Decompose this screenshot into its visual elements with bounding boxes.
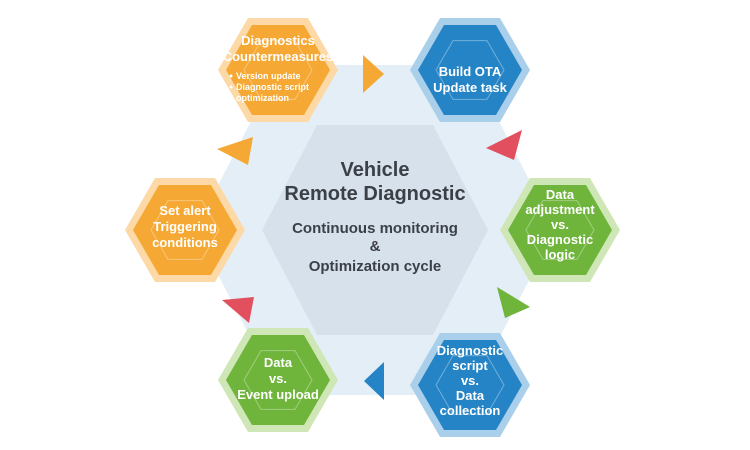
node-title-line: logic	[545, 247, 575, 262]
center-subtitle-line-1: Continuous monitoring	[292, 220, 458, 237]
node-title-line: Diagnostic	[437, 343, 503, 358]
node-inner-outline	[243, 40, 313, 100]
node-title-line: adjustment	[525, 202, 595, 217]
node-title-line: collection	[440, 403, 501, 418]
node-title-line: Triggering	[153, 219, 217, 234]
node-inner-outline	[525, 200, 595, 260]
node-title-line: Data	[456, 388, 485, 403]
node-title-line: vs.	[461, 373, 479, 388]
node-hexagon	[226, 25, 330, 115]
arrow-upload-to-alert	[222, 297, 254, 323]
node-title-line: Set alert	[159, 203, 211, 218]
arrow-countermeasures-to-ota	[363, 55, 384, 93]
node-bullet-line: optimization	[236, 93, 289, 103]
node-bullet-line: Diagnostic script	[236, 82, 309, 92]
node-inner-outline	[243, 350, 313, 410]
node-title-line: Build OTA	[439, 64, 502, 79]
node-inner-outline	[435, 355, 505, 415]
node-title-line: vs.	[551, 217, 569, 232]
node-inner-outline	[435, 40, 505, 100]
node-title-line: Data	[546, 187, 575, 202]
node-title-line: Countermeasures	[223, 49, 334, 64]
arrow-script-to-upload	[364, 362, 384, 400]
node-inner-outline	[150, 200, 220, 260]
node-title-line: vs.	[269, 371, 287, 386]
arrow-adjustment-to-script	[497, 287, 530, 318]
node-title-line: conditions	[152, 235, 218, 250]
center-subtitle-line-3: Optimization cycle	[309, 258, 442, 275]
node-hexagon	[418, 25, 522, 115]
node-hexagon	[418, 340, 522, 430]
node-title-line: Data	[264, 355, 293, 370]
center-label: Vehicle Remote Diagnostic Continuous mon…	[284, 159, 465, 275]
node-hexagon	[226, 335, 330, 425]
arrow-alert-to-countermeasures	[217, 137, 253, 165]
node-title-line: Event upload	[237, 387, 319, 402]
node-title-line: script	[452, 358, 488, 373]
center-title-line-1: Vehicle	[341, 159, 410, 181]
node-title-line: Update task	[433, 80, 507, 95]
node-bullet-line: Version update	[236, 71, 301, 81]
center-subtitle-line-2: &	[370, 238, 381, 255]
node-title-line: Diagnostics	[241, 33, 315, 48]
bullet-dot-icon	[229, 74, 233, 78]
center-title-line-2: Remote Diagnostic	[284, 183, 465, 205]
node-hexagon	[508, 185, 612, 275]
arrow-ota-to-adjustment	[486, 130, 522, 160]
node-title-line: Diagnostic	[527, 232, 593, 247]
bullet-dot-icon	[229, 85, 233, 89]
node-hexagon	[133, 185, 237, 275]
center-hexagon	[262, 125, 488, 335]
